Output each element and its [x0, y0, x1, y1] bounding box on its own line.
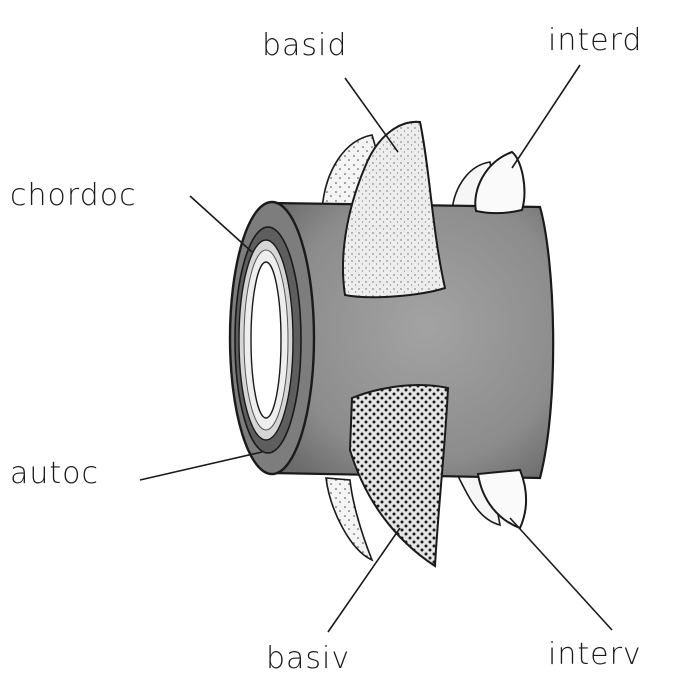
- leader-interd: [512, 65, 580, 168]
- label-autoc: autoc: [10, 456, 99, 491]
- label-interd: interd: [548, 23, 642, 58]
- basiventral-rear-lobe: [326, 478, 372, 560]
- leader-autoc: [140, 452, 262, 480]
- leader-interv: [510, 518, 612, 630]
- label-basiv: basiv: [266, 641, 350, 676]
- label-interv: interv: [548, 637, 642, 672]
- leader-chordoc: [190, 196, 252, 252]
- label-basid: basid: [262, 28, 347, 63]
- label-chordoc: chordoc: [10, 178, 137, 213]
- notochord-space: [251, 262, 281, 418]
